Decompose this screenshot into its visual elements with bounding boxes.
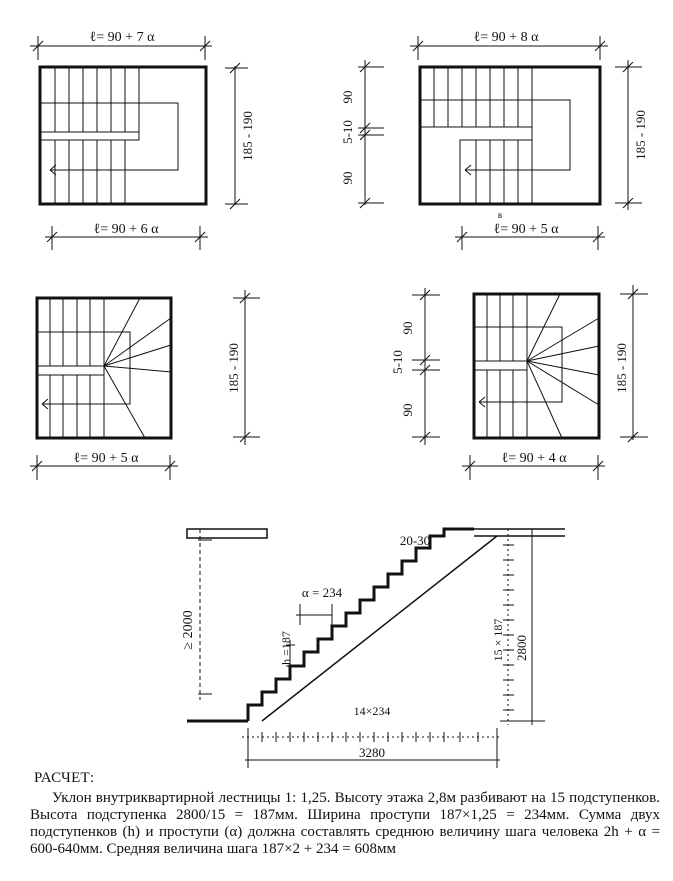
plan-2-top-label: ℓ= 90 + 8 α xyxy=(474,30,539,45)
section-riser-count-label: 15 × 187 xyxy=(491,619,505,662)
stair-section xyxy=(186,527,565,768)
plan-2-bottom-label: ℓ= 90 + 5 α xyxy=(494,222,559,237)
plan-4-left-label-top: 90 xyxy=(400,322,415,335)
plan-1 xyxy=(30,36,248,250)
plan-2-left-label-top: 90 xyxy=(340,91,355,104)
calculation-text: Уклон внутриквартирной лестницы 1: 1,25.… xyxy=(30,790,660,857)
section-clearance-label: ≥ 2000 xyxy=(181,610,196,649)
plan-1-side-label: 185 - 190 xyxy=(240,111,255,161)
plan-3-side-label: 185 - 190 xyxy=(226,343,241,393)
plan-3 xyxy=(30,290,260,480)
section-tread-label: α = 234 xyxy=(302,585,343,600)
section-height-label: 2800 xyxy=(514,635,529,661)
plan-4-bottom-label: ℓ= 90 + 4 α xyxy=(502,451,567,466)
plan-2-side-label: 185 - 190 xyxy=(633,110,648,160)
plan-4-side-label: 185 - 190 xyxy=(614,343,629,393)
plan-2 xyxy=(358,36,642,250)
plan-2-mark: в xyxy=(498,210,502,220)
section-nosing-label: 20-30 xyxy=(400,533,430,548)
plan-3-bottom-label: ℓ= 90 + 5 α xyxy=(74,451,139,466)
plan-1-bottom-label: ℓ= 90 + 6 α xyxy=(94,222,159,237)
section-run-label: 14×234 xyxy=(354,704,391,718)
plan-4 xyxy=(412,285,648,480)
plan-1-top-label: ℓ= 90 + 7 α xyxy=(90,30,155,45)
calculation-block: РАСЧЕТ: Уклон внутриквартирной лестницы … xyxy=(30,770,660,858)
calculation-heading: РАСЧЕТ: xyxy=(34,770,95,786)
plan-2-left-label-bottom: 90 xyxy=(340,172,355,185)
plan-4-left-label-mid: 5-10 xyxy=(390,350,405,374)
plan-2-left-label-mid: 5-10 xyxy=(340,120,355,144)
plan-4-left-label-bottom: 90 xyxy=(400,404,415,417)
section-total-run-label: 3280 xyxy=(359,745,385,760)
section-riser-label: h =187 xyxy=(279,631,293,665)
